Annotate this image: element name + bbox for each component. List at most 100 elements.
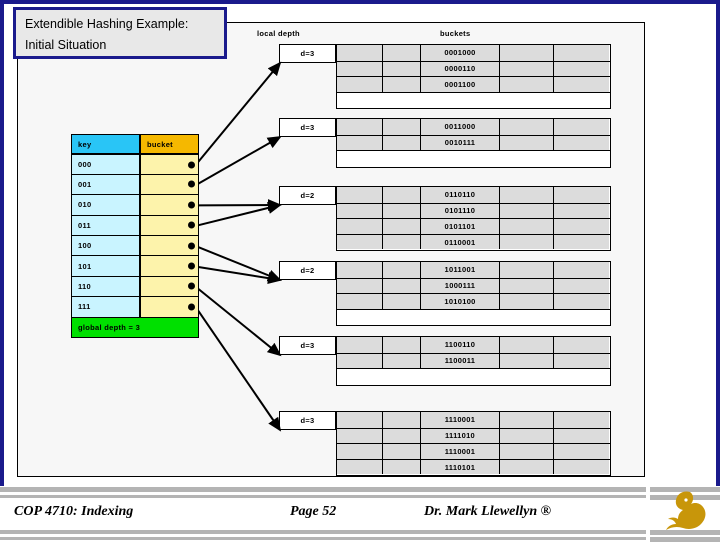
bucket-empty-cell [553,204,609,219]
pointer-dot-icon [188,283,195,290]
bucket-entry-value: 0010111 [420,136,499,151]
bucket-empty-cell [553,219,609,234]
bucket-empty-cell [499,62,553,77]
bucket-empty-cell [499,429,553,444]
caption-buckets: buckets [440,29,470,38]
bucket-entry-value: 0001100 [420,77,499,92]
bucket-empty-cell [382,460,420,475]
bucket-entry-row: 0110110 [337,187,610,203]
bucket-entry-value: 1100011 [420,354,499,369]
page-title-line-2: Initial Situation [25,35,224,56]
bucket-empty-cell [553,45,609,61]
bucket-empty-cell [499,219,553,234]
directory-bucket-pointer-cell [140,216,199,236]
bucket-blank-cell [337,369,610,384]
directory-row: 001 [71,175,199,195]
bucket-blank-row [337,92,610,108]
bucket-empty-cell [382,136,420,151]
bucket-empty-cell [553,119,609,135]
bucket-blank-cell [337,93,610,108]
bucket-empty-cell [499,337,553,353]
bucket-local-depth-label: d=3 [279,336,336,355]
directory-row: 011 [71,216,199,236]
bucket-empty-cell [499,204,553,219]
directory-header-bucket: bucket [140,134,199,154]
directory-bucket-pointer-cell [140,236,199,256]
bucket-entry-value: 0101110 [420,204,499,219]
bucket-empty-cell [499,294,553,309]
bucket-entry-row: 1111010 [337,428,610,444]
bucket-empty-cell [337,429,382,444]
bucket-local-depth-label: d=3 [279,44,336,63]
bucket-empty-cell [553,337,609,353]
pointer-dot-icon [188,303,195,310]
slide-footer: COP 4710: Indexing Page 52 Dr. Mark Llew… [0,486,720,540]
bucket-entry-value: 0001000 [420,45,499,61]
directory-key-cell: 001 [71,175,140,195]
directory-row: 010 [71,195,199,215]
bucket-empty-cell [499,460,553,475]
bucket-entry-value: 0110001 [420,235,499,250]
bucket-entry-row: 1110001 [337,443,610,459]
bucket-empty-cell [382,354,420,369]
bucket-entry-row: 1110101 [337,459,610,475]
directory-row: 110 [71,277,199,297]
bucket-empty-cell [499,412,553,428]
bucket-empty-cell [337,62,382,77]
bucket-empty-cell [337,235,382,250]
bucket-entry-row: 0101101 [337,218,610,234]
bucket-empty-cell [382,294,420,309]
bucket-empty-cell [337,262,382,278]
bucket-entry-row: 1000111 [337,278,610,294]
bucket-local-depth-label: d=3 [279,411,336,430]
bucket-entry-row: 0001000 [337,45,610,61]
footer-course: COP 4710: Indexing [14,504,133,520]
bucket-empty-cell [337,45,382,61]
pegasus-logo [650,486,720,540]
bucket-empty-cell [553,412,609,428]
bucket-local-depth-label: d=2 [279,261,336,280]
bucket-empty-cell [553,429,609,444]
bucket-empty-cell [337,337,382,353]
slide-title-box: Extendible Hashing Example: Initial Situ… [13,7,227,59]
bucket-entry-row: 0001100 [337,76,610,92]
bucket-empty-cell [382,279,420,294]
bucket-empty-cell [499,235,553,250]
bucket-empty-cell [337,279,382,294]
bucket-blank-cell [337,151,610,166]
bucket-entry-row: 0000110 [337,61,610,77]
bucket-empty-cell [382,187,420,203]
caption-local-depth: local depth [257,29,300,38]
bucket-empty-cell [382,219,420,234]
pointer-dot-icon [188,201,195,208]
pointer-dot-icon [188,161,195,168]
directory-key-cell: 100 [71,236,140,256]
directory-bucket-pointer-cell [140,297,199,317]
bucket-entry-row: 1110001 [337,412,610,428]
bucket-entry-value: 0110110 [420,187,499,203]
bucket-entry-row: 1100011 [337,353,610,369]
bucket-empty-cell [337,294,382,309]
bucket-empty-cell [553,187,609,203]
bucket-empty-cell [337,77,382,92]
bucket-empty-cell [382,337,420,353]
bucket-empty-cell [553,77,609,92]
directory-key-cell: 010 [71,195,140,215]
directory-header-key: key [71,134,140,154]
bucket-empty-cell [337,412,382,428]
bucket-entry-value: 1110001 [420,444,499,459]
bucket-empty-cell [499,279,553,294]
bucket-empty-cell [499,77,553,92]
pointer-dot-icon [188,263,195,270]
bucket-entry-value: 1011001 [420,262,499,278]
bucket-empty-cell [499,444,553,459]
directory-bucket-pointer-cell [140,154,199,174]
bucket-empty-cell [382,412,420,428]
bucket-empty-cell [553,279,609,294]
bucket-entry-row: 0101110 [337,203,610,219]
